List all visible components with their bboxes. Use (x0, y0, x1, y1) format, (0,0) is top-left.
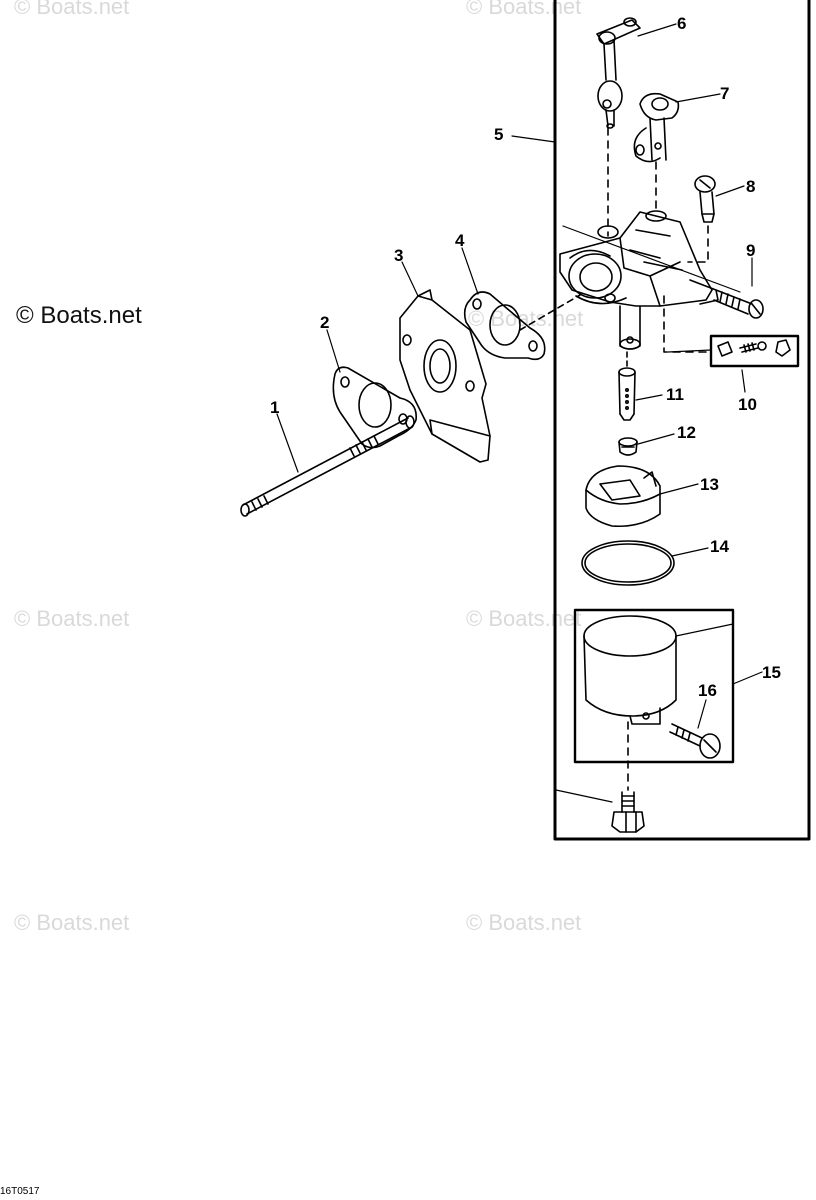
callout-4: 4 (455, 231, 465, 250)
leader-line-bolt (555, 789, 613, 803)
callout-6: 6 (677, 14, 686, 33)
callout-11: 11 (666, 385, 684, 404)
leader-line-9 (562, 225, 741, 293)
alignment-line-10 (663, 295, 712, 353)
part-4-gasket (463, 291, 546, 361)
callout-1: 1 (270, 398, 279, 417)
part-13-float (585, 465, 661, 528)
part-10-screw-kit (709, 334, 800, 368)
part-6-choke-shaft (596, 17, 641, 129)
callout-14: 14 (710, 537, 729, 556)
callout-13: 13 (700, 475, 719, 494)
watermark-mid-right: © Boats.net (466, 606, 582, 631)
part-16-drain-screw (669, 723, 721, 759)
callout-9: 9 (746, 241, 755, 260)
part-8-idle-screw (694, 175, 716, 223)
callout-8: 8 (746, 177, 755, 196)
bowl-bolt (611, 791, 645, 833)
callout-2: 2 (320, 313, 329, 332)
callout-15: 15 (762, 663, 781, 682)
callout-5: 5 (494, 125, 503, 144)
part-7-throttle-shaft (633, 92, 680, 163)
watermark-top-left: © Boats.net (14, 0, 130, 19)
part-1-stud (240, 415, 415, 517)
watermark-mid-left: © Boats.net (14, 606, 130, 631)
part-9-pilot-screw (713, 289, 764, 319)
callout-16: 16 (698, 681, 717, 700)
watermark-main: © Boats.net (16, 302, 142, 329)
part-12-main-jet (618, 437, 638, 456)
carburetor-assembly-box (553, 0, 811, 841)
watermark-bottom-right: © Boats.net (466, 910, 582, 935)
callout-3: 3 (394, 246, 403, 265)
alignment-line-idle (687, 225, 709, 263)
part-14-o-ring (581, 540, 675, 586)
part-3-insulator (399, 289, 491, 463)
callout-leaders (276, 23, 763, 729)
callout-7: 7 (720, 84, 729, 103)
callout-12: 12 (677, 423, 696, 442)
part-15-float-bowl (573, 608, 735, 764)
watermark-bottom-left: © Boats.net (14, 910, 130, 935)
leader-line-10 (667, 349, 712, 353)
alignment-line-carb (519, 294, 581, 331)
drawing-code: 16T0517 (0, 1186, 40, 1197)
watermark-top-right: © Boats.net (466, 0, 582, 19)
part-2-gasket (332, 366, 417, 449)
part-11-main-nozzle (618, 367, 636, 421)
carburetor-body (559, 210, 719, 350)
callout-10: 10 (738, 395, 757, 414)
